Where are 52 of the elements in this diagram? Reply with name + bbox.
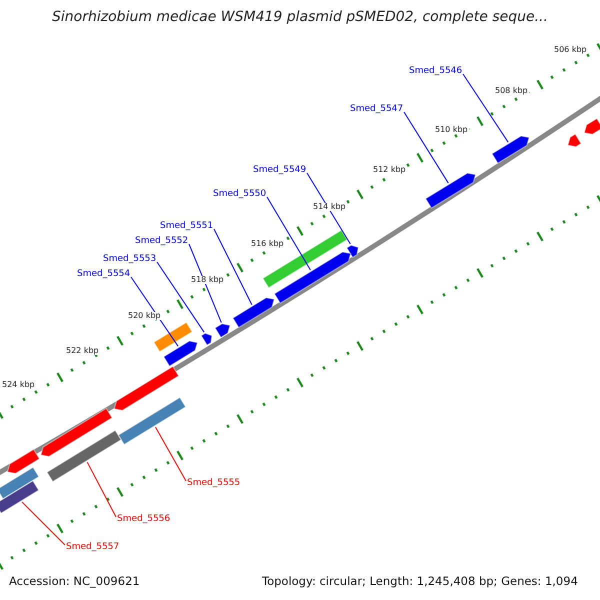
gene-label: Smed_5547 xyxy=(350,105,404,114)
gene-feature xyxy=(200,332,212,346)
gene-label: Smed_5556 xyxy=(117,515,170,524)
gene-feature xyxy=(40,408,113,457)
leader-line xyxy=(86,462,116,518)
map-title: Sinorhizobium medicae WSM419 plasmid pSMED02, complete seque... xyxy=(51,10,549,24)
gene-feature xyxy=(274,251,352,304)
scale-label: 520 kbp xyxy=(127,312,162,320)
gene-feature xyxy=(6,448,40,474)
gene-feature xyxy=(232,297,275,328)
gene-label: Smed_5546 xyxy=(409,67,462,76)
gene-feature xyxy=(346,244,359,258)
gene-label: Smed_5554 xyxy=(77,270,130,279)
gene-feature xyxy=(567,133,582,148)
scale-label: 510 kbp xyxy=(434,126,469,134)
gene-label: Smed_5549 xyxy=(253,166,306,175)
scale-label: 518 kbp xyxy=(190,276,225,284)
gene-feature xyxy=(153,322,193,352)
scale-label: 524 kbp xyxy=(1,381,36,389)
leader-line xyxy=(404,112,449,184)
leader-line xyxy=(462,74,509,143)
leader-line xyxy=(214,228,252,306)
gene-label: Smed_5551 xyxy=(160,222,214,231)
gene-feature xyxy=(163,340,198,367)
gene-label: Smed_5552 xyxy=(135,237,188,246)
gene-feature xyxy=(46,430,122,482)
scale-label: 514 kbp xyxy=(312,203,347,211)
scale-label: 522 kbp xyxy=(65,347,100,355)
gene-label: Smed_5553 xyxy=(103,255,156,264)
gene-label: Smed_5557 xyxy=(66,543,120,552)
leader-line xyxy=(306,172,351,245)
gene-label: Smed_5550 xyxy=(213,190,266,199)
gene-label: Smed_5555 xyxy=(187,479,240,488)
leader-line xyxy=(154,426,186,482)
scale-label: 512 kbp xyxy=(372,166,407,174)
gene-feature xyxy=(0,466,40,500)
gene-feature xyxy=(425,172,476,209)
scale-label: 506 kbp xyxy=(553,46,588,54)
leader-line xyxy=(130,276,179,347)
footer-text: Accession: NC_009621 xyxy=(9,576,140,588)
gene-feature xyxy=(0,480,40,514)
gene-feature xyxy=(114,366,180,411)
gene-feature xyxy=(584,118,600,135)
gene-feature xyxy=(118,396,186,446)
gene-feature xyxy=(214,323,231,338)
leader-line xyxy=(188,244,222,324)
gene-feature xyxy=(491,135,530,164)
scale-label: 508 kbp xyxy=(494,87,529,95)
leader-line xyxy=(156,262,205,333)
scale-label: 516 kbp xyxy=(250,240,285,248)
leader-line xyxy=(266,196,311,270)
footer-text: Topology: circular; Length: 1,245,408 bp; Genes: 1,094 xyxy=(262,576,578,588)
